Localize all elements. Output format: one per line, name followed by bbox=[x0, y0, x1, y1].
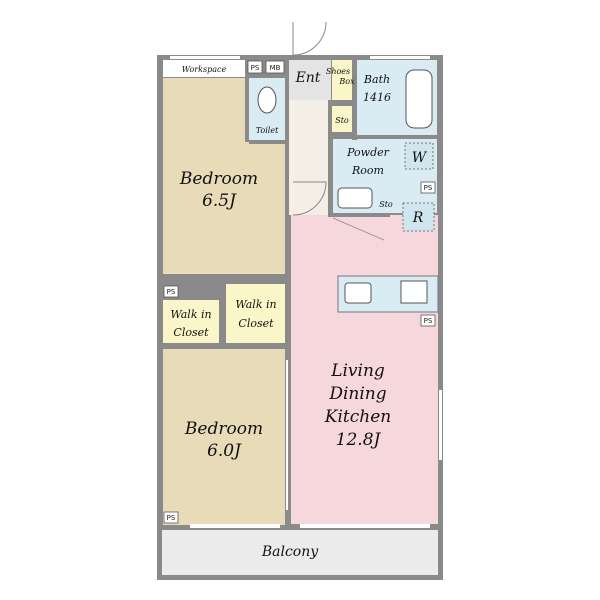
washbasin-icon bbox=[337, 187, 373, 209]
walk-in-closet-label: Closet bbox=[238, 317, 274, 330]
shoes-box-area bbox=[332, 60, 352, 100]
wall-segment bbox=[328, 135, 438, 139]
ps-label: PS bbox=[167, 514, 176, 522]
shoes-box-label: Shoes bbox=[326, 67, 350, 76]
wall-segment bbox=[328, 100, 332, 215]
bath-size-label: 1416 bbox=[363, 91, 391, 104]
ps-box bbox=[247, 60, 263, 74]
door-swing-hall bbox=[292, 181, 327, 216]
ldk-label: Dining bbox=[328, 384, 386, 404]
ldk-label: Kitchen bbox=[324, 407, 391, 427]
bedroom-size-label: 6.0J bbox=[207, 441, 242, 461]
stove-icon bbox=[400, 280, 428, 304]
wall-segment bbox=[352, 60, 357, 140]
ps-label: PS bbox=[424, 184, 433, 192]
ps-box bbox=[163, 285, 179, 298]
walk-in-closet-label: Closet bbox=[173, 326, 209, 339]
ldk-size-label: 12.8J bbox=[336, 430, 382, 450]
walk-in-closet-b-area bbox=[226, 284, 285, 343]
ldk-label: Living bbox=[330, 361, 385, 381]
fridge-label: R bbox=[412, 210, 424, 226]
mb-label: MB bbox=[270, 64, 281, 72]
fridge-space bbox=[402, 202, 435, 232]
powder-room-label: Powder bbox=[346, 146, 390, 159]
wall-segment bbox=[249, 140, 289, 144]
storage-label: Sto bbox=[379, 200, 393, 209]
ldk-area bbox=[291, 215, 438, 524]
bedroom-label: Bedroom bbox=[179, 169, 258, 189]
bath-label: Bath bbox=[363, 73, 390, 86]
sliding-door-ldk bbox=[286, 360, 288, 510]
bedroom-6-0-area bbox=[163, 349, 285, 525]
storage-label: Sto bbox=[335, 116, 349, 125]
walk-in-closet-label: Walk in bbox=[170, 308, 211, 321]
ps-box bbox=[420, 181, 436, 194]
ps-label: PS bbox=[424, 317, 433, 325]
wall-segment bbox=[285, 60, 289, 526]
bedroom-label: Bedroom bbox=[184, 419, 263, 439]
wall-segment bbox=[328, 213, 390, 217]
ps-label: PS bbox=[251, 64, 260, 72]
bedroom-size-label: 6.5J bbox=[202, 191, 237, 211]
washer-label: W bbox=[412, 150, 428, 166]
ps-box bbox=[420, 314, 436, 327]
balcony-label: Balcony bbox=[261, 544, 319, 560]
toilet-fixture-icon bbox=[257, 86, 277, 114]
sink-icon bbox=[344, 282, 372, 304]
window-top-right bbox=[370, 56, 430, 59]
wall-segment bbox=[163, 343, 289, 349]
wall-segment bbox=[438, 60, 443, 530]
shoes-box-label: Box bbox=[338, 77, 355, 86]
step-line bbox=[332, 217, 385, 241]
walk-in-closet-label: Walk in bbox=[235, 298, 276, 311]
window-ldk-bottom bbox=[300, 524, 430, 528]
wall-segment bbox=[245, 60, 249, 142]
ps-box bbox=[163, 511, 179, 524]
walk-in-closet-a-area bbox=[163, 300, 219, 343]
ps-label: PS bbox=[167, 288, 176, 296]
window-top-left bbox=[170, 56, 240, 59]
workspace-label: Workspace bbox=[182, 65, 227, 74]
toilet-label: Toilet bbox=[256, 126, 279, 135]
door-swing-entrance bbox=[292, 21, 327, 56]
window-bedroom-bottom bbox=[190, 524, 280, 528]
entrance-label: Ent bbox=[295, 70, 321, 86]
bathtub-icon bbox=[405, 69, 433, 129]
storage-area-1 bbox=[332, 106, 352, 132]
entrance-area bbox=[289, 60, 331, 100]
mb-box bbox=[265, 60, 285, 74]
window-ldk-right bbox=[439, 390, 442, 460]
washer-space bbox=[404, 142, 434, 170]
wall-segment bbox=[219, 280, 225, 346]
balcony-area bbox=[162, 530, 438, 575]
powder-room-label: Room bbox=[351, 164, 384, 177]
workspace-area bbox=[163, 60, 245, 77]
wall-segment bbox=[163, 274, 289, 280]
